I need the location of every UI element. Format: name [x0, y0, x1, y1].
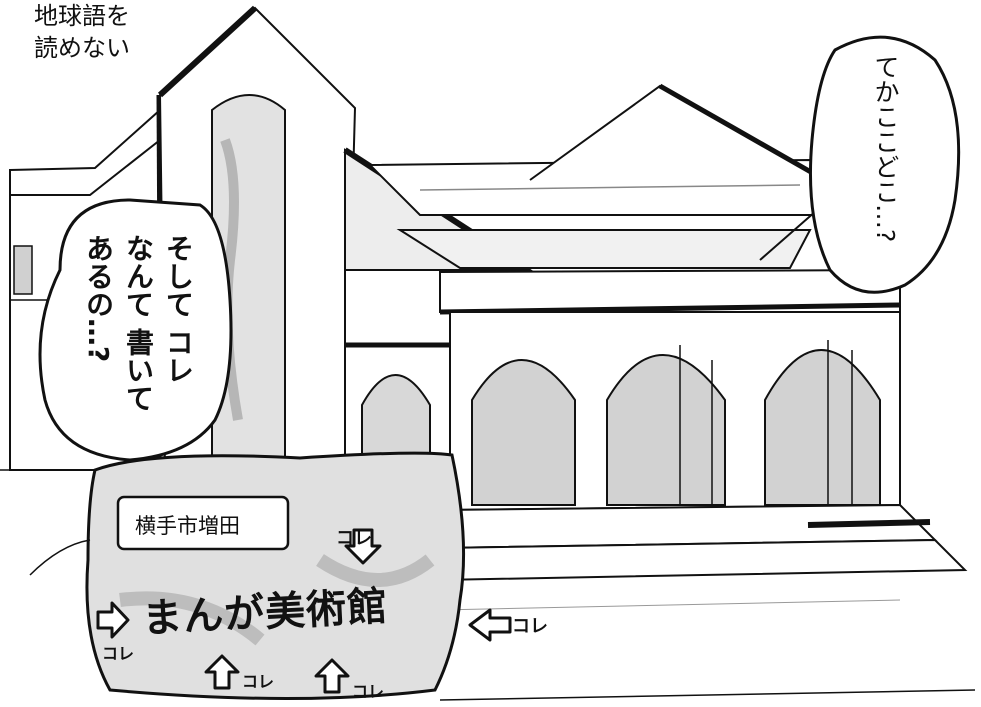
- arrow-right-icon: [96, 601, 130, 639]
- sign-plaque-text: 横手市増田: [135, 514, 240, 538]
- building-center-roof: [343, 83, 862, 273]
- speech-bubble-right-text: てかここどこ…?: [871, 54, 900, 243]
- entrance-steps: [439, 503, 968, 611]
- arrow-down-icon: [344, 528, 382, 565]
- building-left-section: [344, 269, 451, 471]
- speech-bubble-left: [38, 198, 233, 462]
- speech-bubble-left-text: そして コレ なんて 書いて あるの…?: [82, 234, 195, 412]
- arrow-label: コレ: [336, 528, 372, 549]
- stone-sign: [29, 451, 466, 700]
- arrow-icons: [96, 528, 512, 694]
- arrow-left-icon: [468, 608, 512, 642]
- arrow-label: コレ: [512, 616, 548, 637]
- sign-plaque: [116, 495, 290, 551]
- caption-top-left: 地球語を 読めない: [34, 2, 130, 62]
- arrow-up-icon: [314, 658, 350, 694]
- building-arcade: [439, 268, 901, 512]
- arrow-label: コレ: [352, 682, 385, 701]
- speech-bubble-right: [809, 35, 961, 294]
- arrow-label: コレ: [242, 672, 275, 691]
- arrow-up-icon: [204, 654, 240, 690]
- arrow-label: コレ: [102, 644, 135, 663]
